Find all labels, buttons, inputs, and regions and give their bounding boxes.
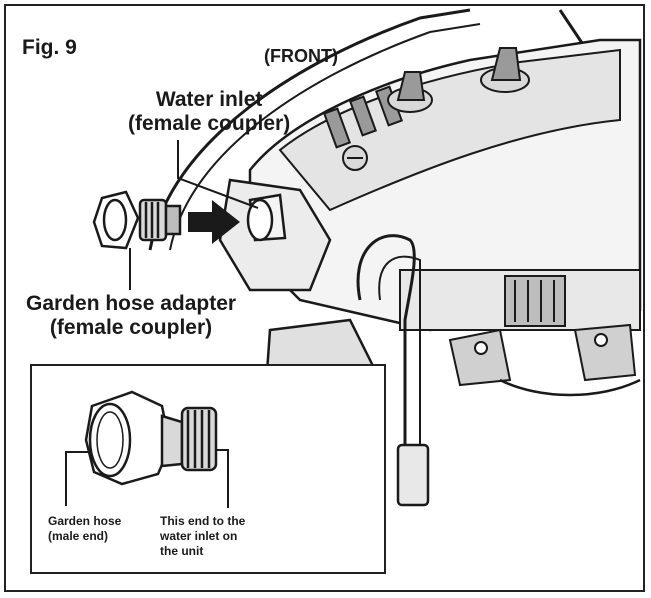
inlet-end-note-line-2: water inlet on (160, 529, 238, 543)
unit-top-panel (278, 48, 621, 212)
inlet-end-note: This end to the water inlet on the unit (160, 514, 245, 559)
vent-slots (322, 85, 404, 149)
garden-hose-note-line-1: Garden hose (48, 514, 122, 528)
garden-hose-note-line-2: (male end) (48, 529, 109, 543)
figure-number: Fig. 9 (22, 36, 77, 59)
inlet-end-note-line-1: This end to the (160, 514, 246, 528)
view-label: (FRONT) (264, 46, 338, 66)
tube-foot (396, 443, 430, 507)
hose-leader (65, 451, 90, 506)
water-inlet-coupler (246, 193, 287, 242)
water-inlet-line-1: Water inlet (155, 88, 263, 111)
water-inlet-line-2: (female coupler) (128, 112, 291, 136)
inlet-end-note-line-3: the unit (160, 544, 204, 558)
motor-housing (399, 269, 641, 387)
adapter-line-2: (female coupler) (49, 316, 213, 340)
adapter-line-1: Garden hose adapter (26, 292, 237, 315)
adapter-callout: Garden hose adapter (female coupler) (26, 292, 236, 340)
detail-adapter (84, 390, 218, 486)
front-tube-inner (378, 255, 421, 450)
garden-hose-adapter (92, 190, 182, 250)
inlet-leader (177, 140, 259, 209)
inlet-end-leader (216, 449, 229, 508)
front-tube (356, 234, 416, 450)
garden-hose-note: Garden hose (male end) (48, 514, 121, 544)
direction-arrow (188, 200, 240, 244)
adapter-detail-inset: Garden hose (male end) This end to the w… (30, 364, 386, 574)
adapter-detail-illustration (65, 390, 229, 508)
handle-tube-top-inner (169, 23, 481, 251)
water-inlet-callout: Water inlet (female coupler) (128, 88, 290, 136)
wheel (499, 378, 641, 397)
control-knobs (342, 47, 530, 171)
